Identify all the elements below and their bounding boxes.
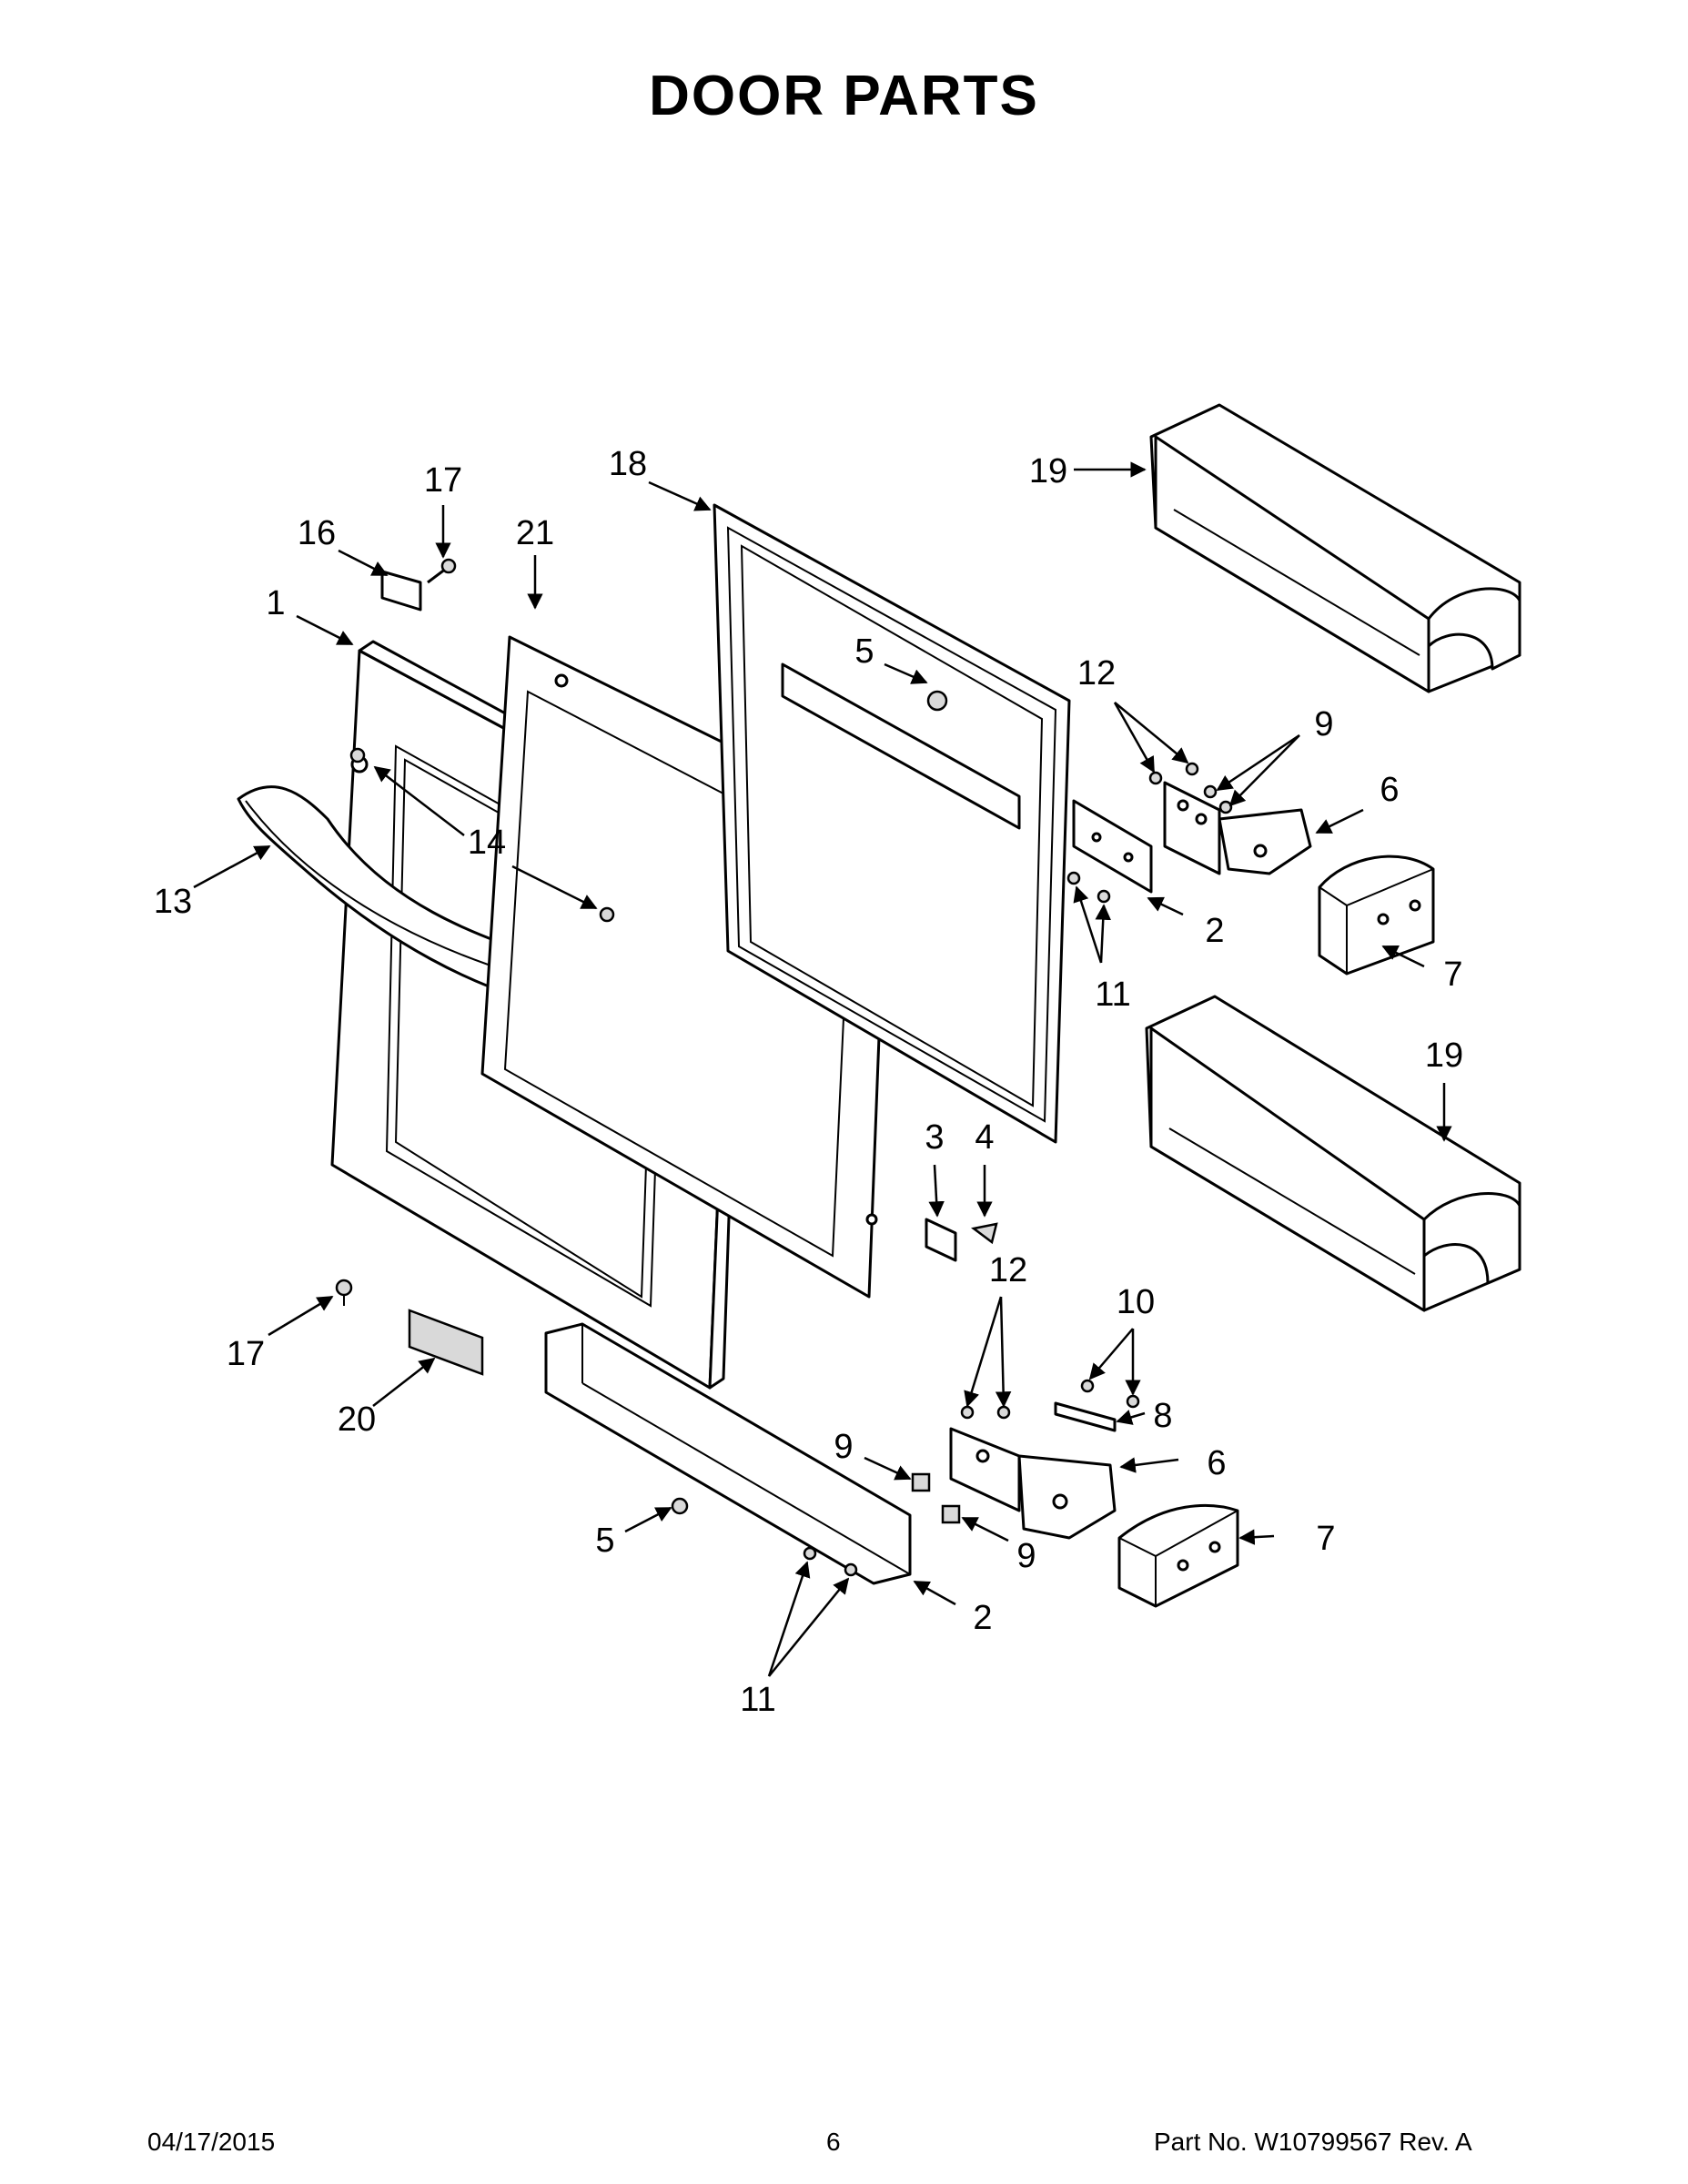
lower-bracket-rail-part [544, 1322, 912, 1585]
callout-7-upper: 7 [1443, 956, 1462, 994]
callout-12-lower: 12 [989, 1251, 1027, 1289]
callout-19-upper: 19 [1029, 452, 1067, 490]
upper-hinge-screws-part [1148, 762, 1233, 814]
callout-21: 21 [516, 514, 554, 552]
lower-rail-screws-part [803, 1546, 858, 1577]
callout-2-upper: 2 [1205, 912, 1224, 950]
callout-19-lower: 19 [1425, 1036, 1463, 1075]
pad-part [380, 570, 422, 612]
callout-2-lower: 2 [973, 1599, 992, 1637]
callout-labels: 17 16 21 18 1 19 5 12 9 6 2 11 7 19 13 1… [154, 445, 1463, 1719]
bottom-screw-part [335, 1279, 353, 1306]
callout-1: 1 [266, 584, 285, 622]
footer-part-number: Part No. W10799567 Rev. A [1154, 2128, 1472, 2156]
callout-18: 18 [609, 445, 647, 483]
upper-hinge-cover-part [1318, 854, 1435, 976]
lower-screw-part [671, 1497, 689, 1515]
lower-door-bin-part [1145, 995, 1521, 1312]
callout-7-lower: 7 [1316, 1520, 1335, 1558]
callout-5-lower: 5 [595, 1522, 614, 1560]
callout-14: 14 [468, 824, 506, 862]
callout-16: 17 [424, 461, 462, 500]
callout-11-lower: 11 [740, 1681, 775, 1719]
callout-6-lower: 6 [1207, 1444, 1226, 1482]
upper-hinge-part [1163, 781, 1312, 875]
upper-liner-rail-part [781, 662, 1021, 830]
callout-13: 13 [154, 883, 192, 921]
callout-12-upper: 12 [1077, 654, 1116, 693]
lower-hinge-screws-part [960, 1379, 1140, 1420]
leader-arrows [193, 461, 1452, 1677]
label-plate-part [408, 1309, 484, 1376]
nut-part [911, 1472, 961, 1524]
clip-part [925, 1218, 957, 1262]
callout-4: 4 [975, 1118, 994, 1157]
callout-8: 8 [1153, 1397, 1172, 1435]
lower-hinge-part [949, 1427, 1117, 1540]
upper-door-bin-part [1149, 403, 1521, 693]
door-gasket-part [713, 503, 1071, 1144]
plug-part [971, 1222, 998, 1245]
footer-date: 04/17/2015 [147, 2128, 276, 2156]
bumper-part [349, 747, 615, 923]
hinge-shim-part [1054, 1401, 1117, 1432]
callout-20: 20 [338, 1400, 376, 1439]
callout-17: 17 [227, 1335, 265, 1373]
callout-6-upper: 6 [1380, 771, 1399, 809]
lower-hinge-cover-part [1117, 1503, 1239, 1608]
page-title: DOOR PARTS [649, 65, 1039, 127]
callout-11-upper: 11 [1095, 976, 1130, 1014]
callout-5-upper: 5 [854, 632, 874, 671]
footer-page-number: 6 [826, 2128, 841, 2156]
callout-15: 16 [298, 514, 336, 552]
callout-9-lower: 9 [1016, 1537, 1036, 1575]
pad-screw-part [427, 558, 457, 584]
upper-hinge-bracket-part [1072, 799, 1153, 894]
callout-10-upper: 9 [1314, 705, 1333, 743]
callout-10-lower: 10 [1117, 1283, 1155, 1321]
callout-3: 3 [925, 1118, 944, 1157]
callout-9-upper: 9 [834, 1428, 853, 1466]
upper-bracket-screws-part [1066, 871, 1111, 904]
